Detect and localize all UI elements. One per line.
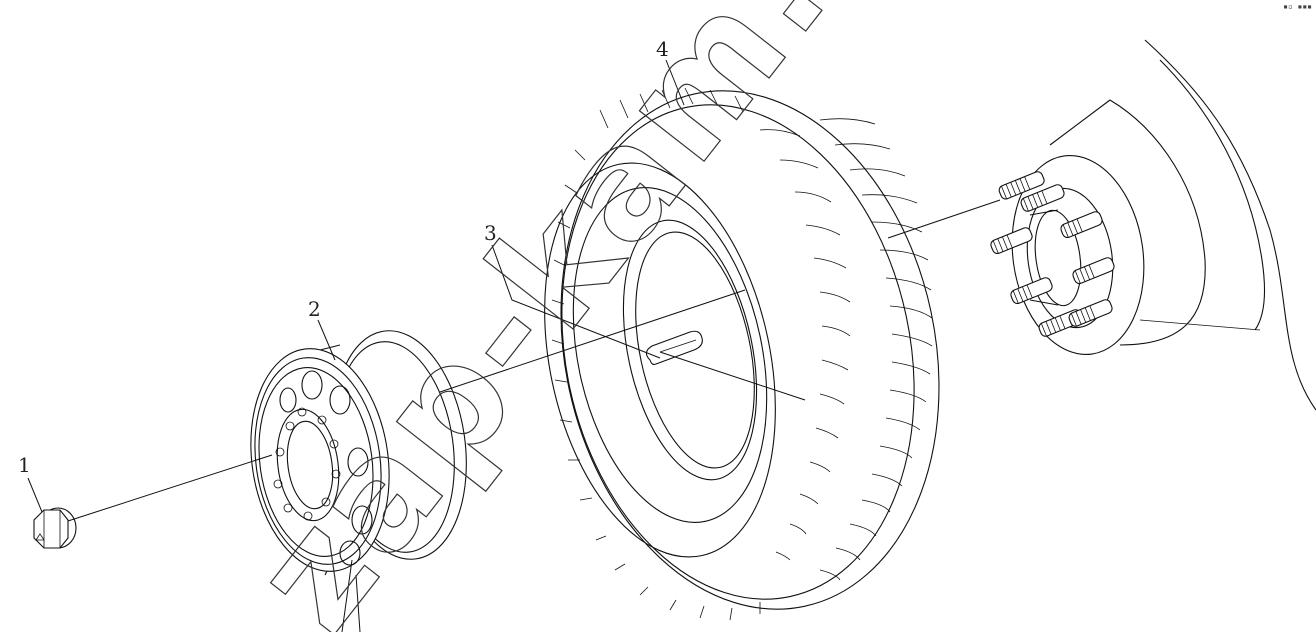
wheel-hub-assembly [1011,39,1316,411]
nut [33,507,77,549]
part-label-valve: 3 [484,221,497,245]
wheel-studs [990,171,1115,337]
rim-vent-holes [279,370,373,566]
valve [645,330,703,366]
part-label-tire: 4 [656,37,669,61]
tire [544,87,940,621]
rim-bolt-holes [273,407,341,521]
part-label-rim: 2 [308,297,321,321]
corner-mark: ▪▫ ▪▪▪ [1283,2,1312,11]
part-labels: 1 2 3 4 [18,37,669,477]
part-label-nut: 1 [18,453,31,477]
rim [250,330,467,576]
leader-lines [27,59,1001,632]
tire-tread [551,87,933,621]
